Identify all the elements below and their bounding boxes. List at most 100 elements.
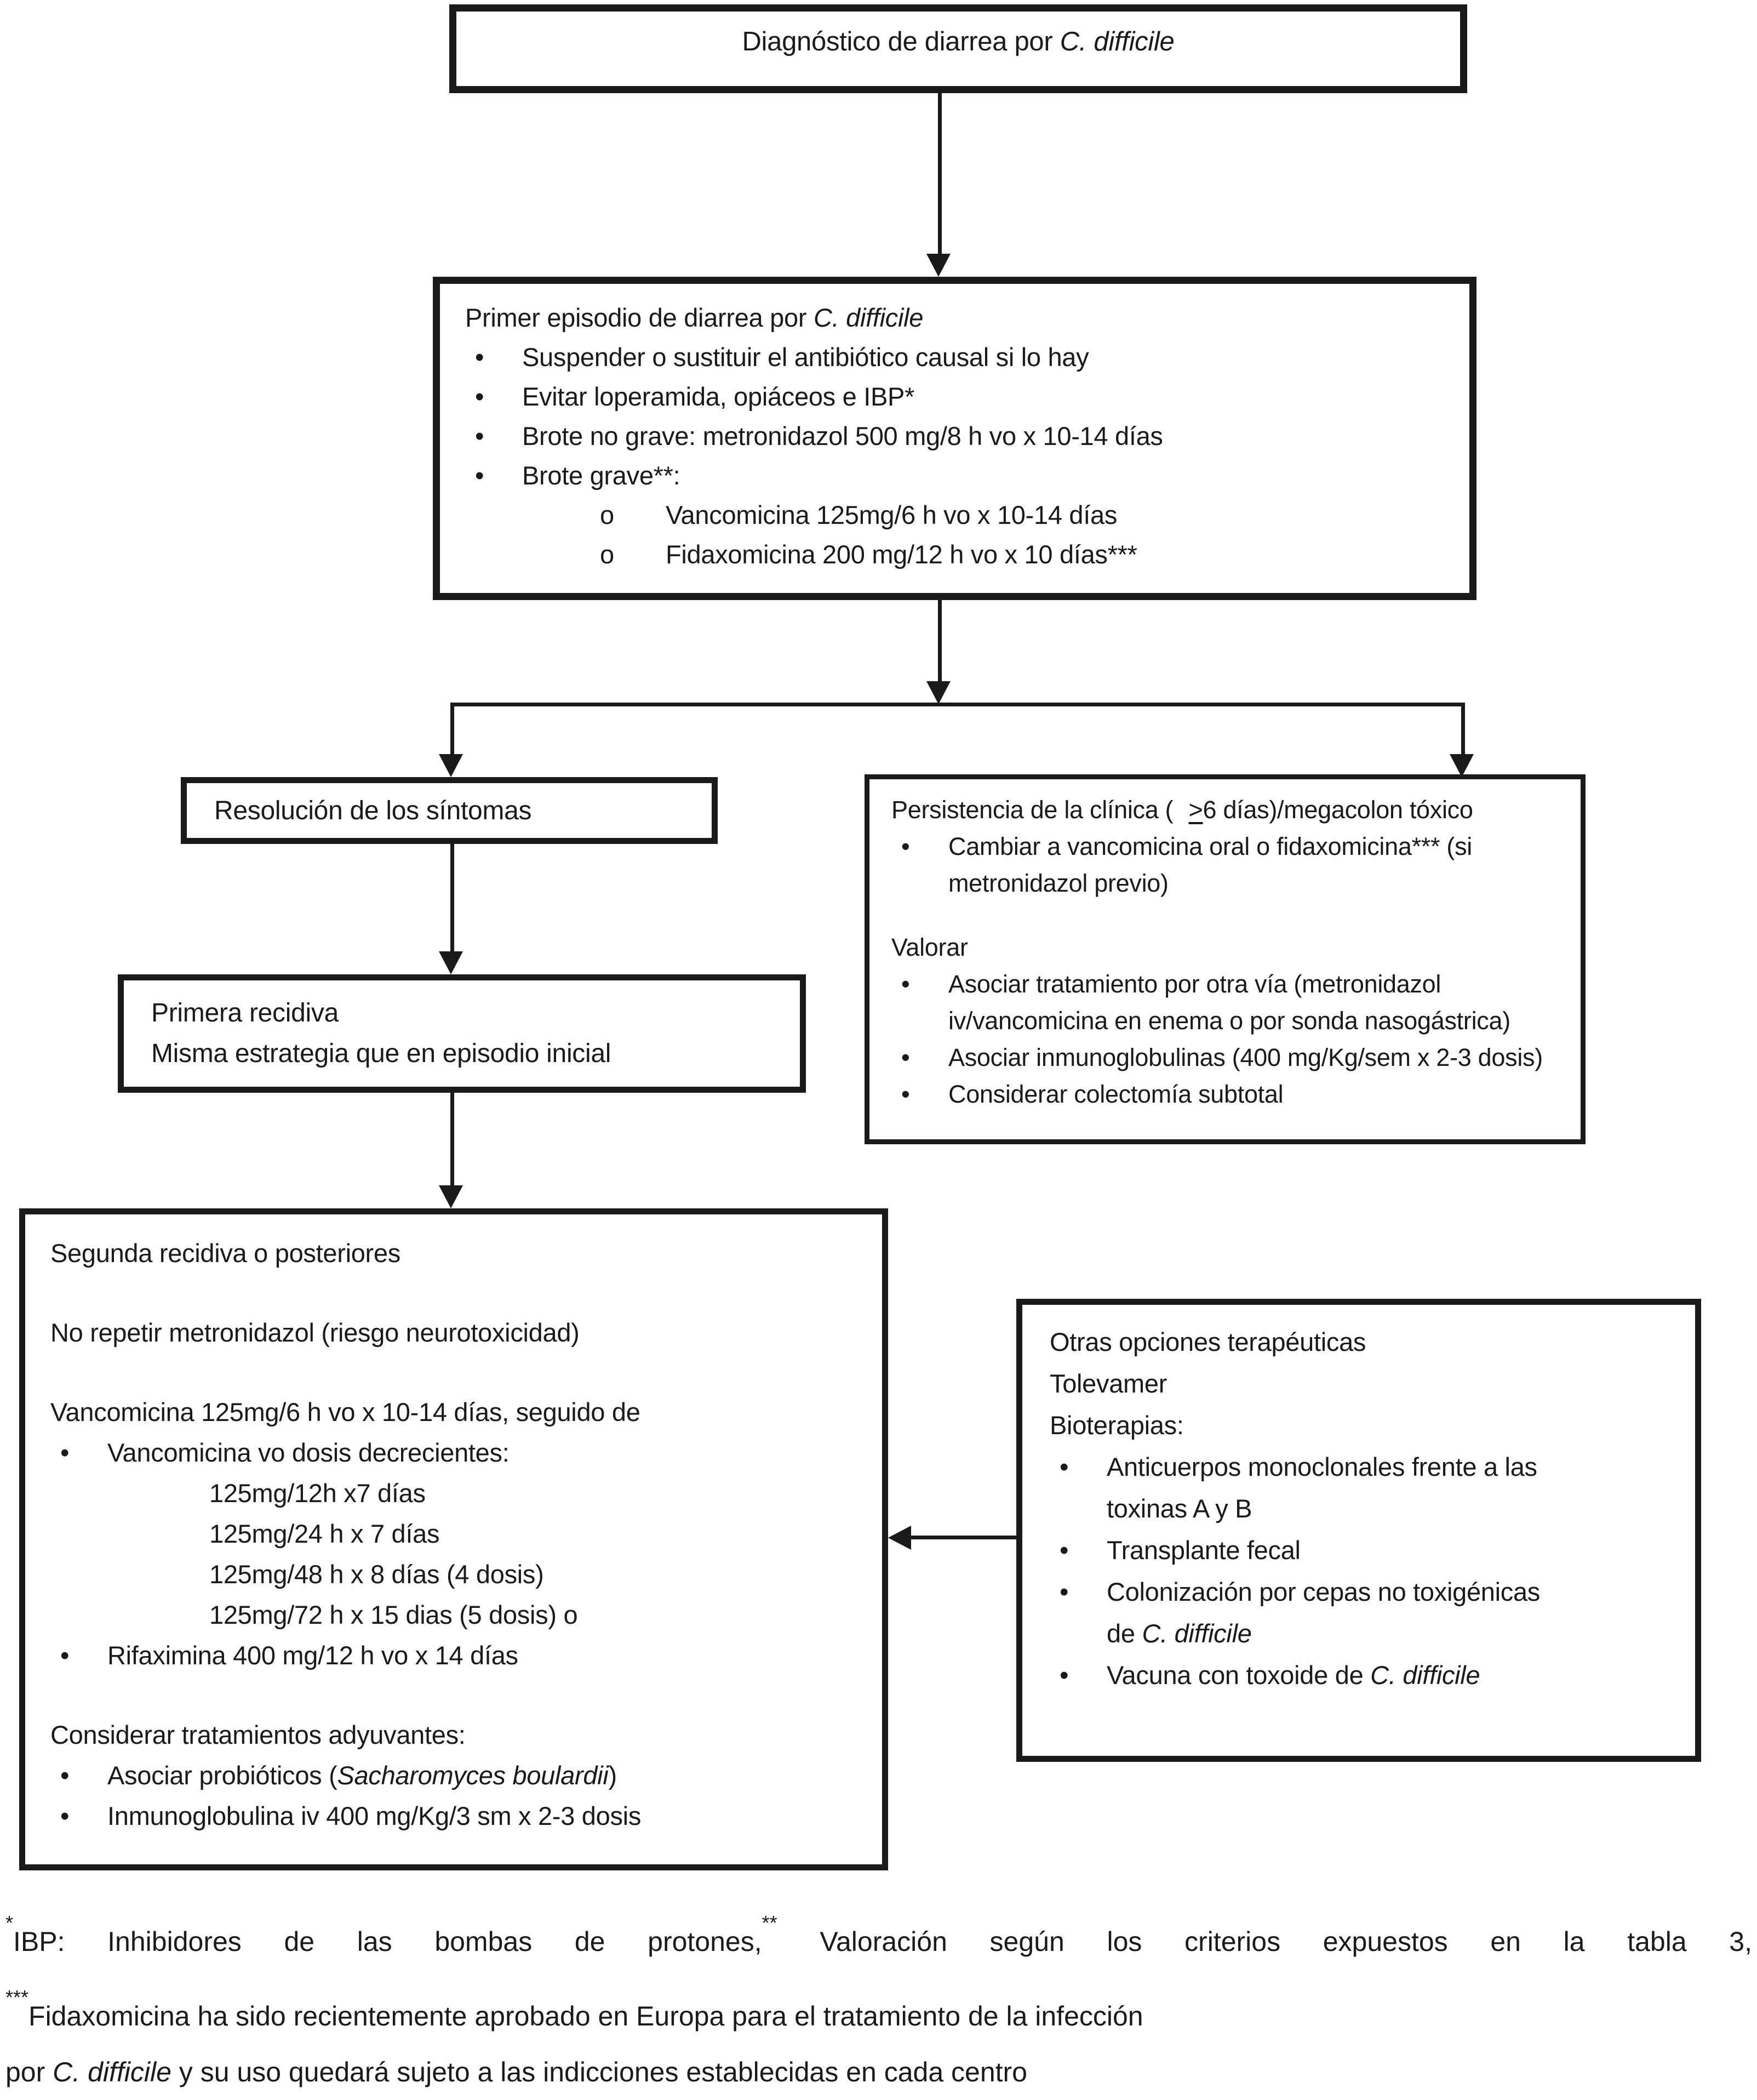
list-item: • Asociar tratamiento por otra vía (metr… — [891, 966, 1571, 1039]
connector-line — [450, 703, 454, 756]
bullet-text: Evitar loperamida, opiáceos e IBP* — [522, 382, 915, 411]
list-item: • Inmunoglobulina iv 400 mg/Kg/3 sm x 2-… — [50, 1796, 871, 1836]
circle-bullet-icon: o — [600, 500, 614, 529]
other-options-bioterapias: Bioterapias: — [1050, 1411, 1184, 1440]
taper-line: 125mg/12h x7 días — [209, 1479, 426, 1508]
resolution-text: Resolución de los síntomas — [214, 796, 532, 825]
diagnosis-box: Diagnóstico de diarrea por C. difficile — [449, 4, 1467, 93]
vaccine-species: C. difficile — [1370, 1660, 1480, 1690]
footnote-1-text-2: Valoración según los criterios expuestos… — [777, 1926, 1753, 1957]
list-item: • Cambiar a vancomicina oral o fidaxomic… — [891, 828, 1571, 901]
first-episode-title: Primer episodio de diarrea por C. diffic… — [465, 298, 1450, 338]
resolution-box: Resolución de los síntomas — [181, 777, 718, 844]
first-episode-box: Primer episodio de diarrea por C. diffic… — [433, 277, 1476, 600]
list-item: • Evitar loperamida, opiáceos e IBP* — [465, 377, 1450, 416]
bullet-icon: • — [475, 382, 484, 411]
arrow-down-icon — [439, 754, 463, 777]
sub-list-item: o Vancomicina 125mg/6 h vo x 10-14 días — [465, 495, 1450, 535]
first-relapse-line1: Primera recidiva — [151, 998, 339, 1028]
bullet-icon: • — [901, 1080, 910, 1108]
bullet-icon: • — [475, 461, 484, 490]
arrow-down-icon — [926, 254, 951, 277]
arrow-down-icon — [1450, 754, 1474, 777]
vaccine-prefix: Vacuna con toxoide de — [1107, 1660, 1371, 1690]
greater-equal-symbol: > — [1188, 796, 1203, 824]
sub-list-item: o Fidaxomicina 200 mg/12 h vo x 10 días*… — [465, 535, 1450, 574]
circle-bullet-icon: o — [600, 540, 614, 569]
list-item: • Vacuna con toxoide de C. difficile — [1050, 1654, 1684, 1696]
bullet-text: Suspender o sustituir el antibiótico cau… — [522, 343, 1089, 372]
persistence-title-prefix: Persistencia de la clínica ( — [891, 796, 1180, 824]
bullet-icon: • — [60, 1438, 70, 1467]
bullet-text: Asociar probióticos (Sacharomyces boular… — [107, 1755, 871, 1796]
footnote-2-text: Fidaxomicina ha sido recientemente aprob… — [28, 2000, 1143, 2031]
probiotics-prefix: Asociar probióticos ( — [107, 1761, 337, 1790]
bullet-text: Transplante fecal — [1107, 1536, 1301, 1565]
footnote-1-text: IBP: Inhibidores de las bombas de proton… — [13, 1926, 762, 1957]
persistence-title: Persistencia de la clínica ( >6 días)/me… — [891, 791, 1571, 828]
probiotics-species: Sacharomyces boulardii — [337, 1761, 609, 1790]
diagnosis-text: Diagnóstico de diarrea por C. difficile — [742, 26, 1174, 57]
bullet-icon: • — [1060, 1577, 1069, 1606]
probiotics-suffix: ) — [608, 1761, 617, 1790]
first-relapse-line2: Misma estrategia que en episodio inicial — [151, 1039, 611, 1068]
list-item: • Brote grave**: — [465, 456, 1450, 495]
second-relapse-box: Segunda recidiva o posteriores No repeti… — [19, 1208, 888, 1870]
arrow-down-icon — [926, 681, 951, 704]
bullet-text: Vacuna con toxoide de C. difficile — [1107, 1654, 1684, 1696]
spacer — [50, 1676, 871, 1715]
bullet-icon: • — [60, 1761, 70, 1790]
connector-line — [450, 1093, 454, 1188]
bullet-icon: • — [1060, 1452, 1069, 1481]
bullet-icon: • — [1060, 1536, 1069, 1565]
bullet-text: Vancomicina vo dosis decrecientes: — [107, 1438, 510, 1467]
connector-line — [938, 92, 942, 256]
footnote-3-suffix: y su uso quedará sujeto a las indiccione… — [171, 2056, 1027, 2087]
connector-line — [1461, 703, 1465, 756]
arrow-down-icon — [439, 951, 463, 974]
first-episode-title-prefix: Primer episodio de diarrea por — [465, 303, 814, 332]
bullet-text: Brote no grave: metronidazol 500 mg/8 h … — [522, 421, 1163, 450]
other-options-box: Otras opciones terapéuticas Tolevamer Bi… — [1016, 1299, 1701, 1762]
second-relapse-warning: No repetir metronidazol (riesgo neurotox… — [50, 1318, 580, 1347]
connector-line — [909, 1536, 1016, 1539]
asterisk-marker: * — [5, 1911, 14, 1934]
persistence-title-suffix: 6 días)/megacolon tóxico — [1203, 796, 1473, 824]
other-options-tolevamer: Tolevamer — [1050, 1369, 1167, 1398]
footnote-line-3: por C. difficile y su uso quedará sujeto… — [5, 2044, 1752, 2100]
list-item: • Colonización por cepas no toxigénicas … — [1050, 1571, 1684, 1654]
branch-line — [450, 703, 1465, 706]
footnote-line-2: ***Fidaxomicina ha sido recientemente ap… — [5, 1970, 1752, 2044]
spacer — [50, 1353, 871, 1392]
first-relapse-box: Primera recidiva Misma estrategia que en… — [118, 974, 806, 1093]
triple-asterisk-marker: *** — [5, 1985, 29, 2008]
connector-line — [938, 600, 942, 683]
list-item: • Suspender o sustituir el antibiótico c… — [465, 338, 1450, 377]
bullet-text: Inmunoglobulina iv 400 mg/Kg/3 sm x 2-3 … — [107, 1801, 642, 1830]
persistence-box: Persistencia de la clínica ( >6 días)/me… — [865, 774, 1586, 1144]
taper-line: 125mg/72 h x 15 dias (5 dosis) o — [209, 1600, 578, 1629]
spacer — [50, 1274, 871, 1312]
bullet-text: Brote grave**: — [522, 461, 680, 490]
bullet-text: Considerar colectomía subtotal — [948, 1080, 1284, 1108]
bullet-icon: • — [901, 1043, 910, 1071]
footnotes: *IBP: Inhibidores de las bombas de proto… — [5, 1895, 1752, 2100]
bullet-icon: • — [60, 1641, 70, 1670]
list-item: • Brote no grave: metronidazol 500 mg/8 … — [465, 416, 1450, 456]
bullet-icon: • — [475, 421, 484, 450]
sub-bullet-text: Vancomicina 125mg/6 h vo x 10-14 días — [666, 500, 1118, 529]
bullet-icon: • — [60, 1801, 70, 1830]
list-item: • Transplante fecal — [1050, 1530, 1684, 1571]
colonization-prefix: Colonización por cepas no toxigénicas de — [1107, 1577, 1540, 1648]
second-relapse-title: Segunda recidiva o posteriores — [50, 1239, 400, 1268]
bullet-text: Asociar tratamiento por otra vía (metron… — [948, 970, 1510, 1035]
bullet-text: Cambiar a vancomicina oral o fidaxomicin… — [948, 832, 1473, 897]
bullet-text: Anticuerpos monoclonales frente a las to… — [1107, 1452, 1537, 1523]
bullet-text: Rifaximina 400 mg/12 h vo x 14 días — [107, 1641, 518, 1670]
footnote-3-species: C. difficile — [53, 2056, 171, 2087]
list-item: • Rifaximina 400 mg/12 h vo x 14 días — [50, 1635, 871, 1676]
bullet-icon: • — [1060, 1660, 1069, 1690]
sub-bullet-text: Fidaxomicina 200 mg/12 h vo x 10 días*** — [666, 540, 1137, 569]
colonization-species: C. difficile — [1142, 1619, 1252, 1648]
